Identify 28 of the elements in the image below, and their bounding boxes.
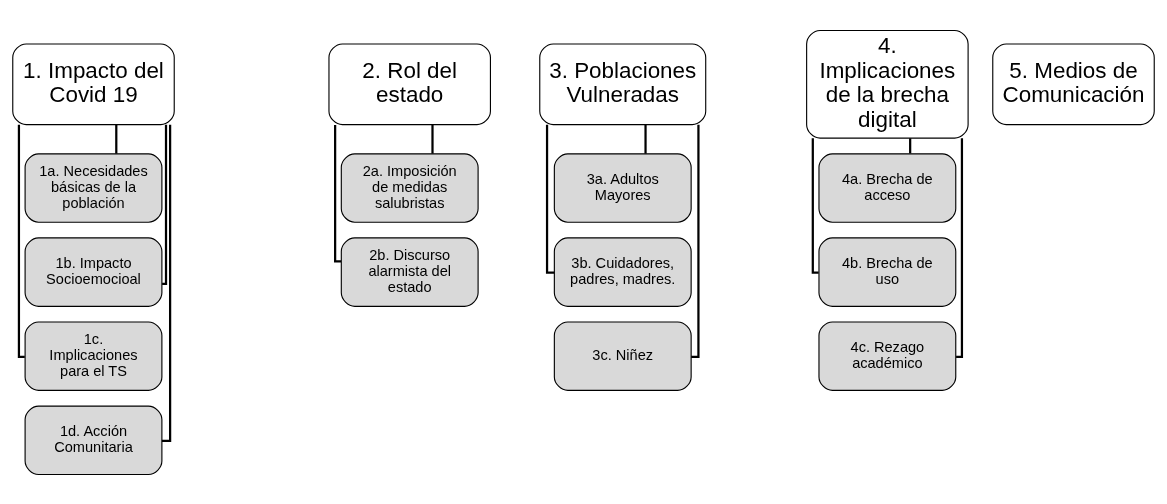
- node-box: 5. Medios de Comunicación: [992, 42, 1155, 125]
- connector: [691, 124, 700, 358]
- node-box: 4b. Brecha de uso: [818, 236, 957, 307]
- connector: [431, 124, 434, 154]
- node-box: 3a. Adultos Mayores: [553, 152, 692, 223]
- node-box: 4a. Brecha de acceso: [818, 152, 957, 223]
- connector: [17, 124, 25, 358]
- node-box: 4c. Rezago académico: [818, 320, 957, 391]
- connector: [115, 124, 118, 154]
- node-box: 1a. Necesidades básicas de la población: [24, 152, 163, 223]
- node-box: 2. Rol del estado: [328, 42, 491, 125]
- connector: [811, 137, 819, 274]
- node-box: 2a. Imposición de medidas salubristas: [340, 152, 479, 223]
- node-box: 1d. Acción Comunitaria: [24, 405, 163, 475]
- node-box: 2b. Discurso alarmista del estado: [340, 236, 479, 307]
- connector: [334, 124, 341, 263]
- connector: [161, 124, 172, 442]
- node-box: 1c. Implicaciones para el TS: [24, 320, 163, 391]
- node-box: 4. Implicaciones de la brecha digital: [806, 29, 969, 139]
- connector: [162, 124, 168, 285]
- connector: [956, 137, 964, 358]
- node-box: 3. Poblaciones Vulneradas: [539, 42, 707, 125]
- node-box: 1. Impacto del Covid 19: [12, 42, 175, 125]
- connector: [644, 124, 647, 154]
- node-box: 3b. Cuidadores, padres, madres.: [553, 236, 692, 307]
- node-box: 3c. Niñez: [553, 320, 692, 391]
- connector: [545, 124, 555, 274]
- node-box: 1b. Impacto Socioemocioal: [24, 236, 163, 307]
